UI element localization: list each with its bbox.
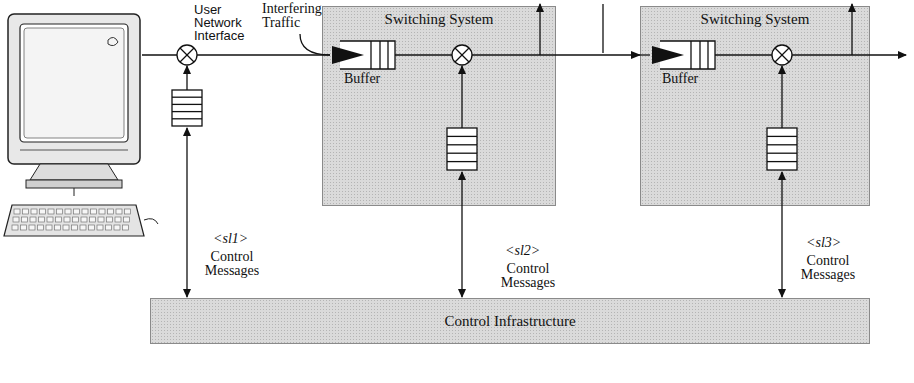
key — [97, 225, 103, 230]
key — [14, 209, 20, 214]
key — [13, 217, 19, 222]
queue-slot — [172, 111, 202, 112]
key — [63, 225, 69, 230]
key — [114, 225, 120, 230]
key — [81, 217, 87, 222]
buffer-label: Buffer — [662, 72, 722, 86]
switch-box: Switching System — [322, 6, 556, 206]
key — [22, 217, 28, 222]
key — [39, 217, 45, 222]
signal-name: <sl1> — [213, 232, 263, 246]
key — [48, 209, 54, 214]
key — [47, 217, 53, 222]
key — [64, 217, 70, 222]
key — [46, 225, 52, 230]
key — [115, 217, 121, 222]
key — [29, 225, 35, 230]
control-line — [186, 66, 187, 90]
switch-box: Switching System — [640, 6, 870, 206]
key — [98, 217, 104, 222]
key — [116, 209, 122, 214]
queue-slot — [172, 118, 202, 119]
key — [12, 225, 18, 230]
key — [23, 209, 29, 214]
control-label: Control Messages — [196, 250, 268, 278]
key — [80, 225, 86, 230]
control-label: Control Messages — [792, 254, 864, 282]
key — [30, 217, 36, 222]
node-title: Control Infrastructure — [444, 313, 575, 330]
queue-slot — [172, 97, 202, 98]
control-band: Control Infrastructure — [150, 298, 870, 344]
key — [107, 217, 113, 222]
signal-name: <sl3> — [806, 236, 856, 250]
access-line — [142, 54, 177, 55]
key — [108, 209, 114, 214]
key — [55, 225, 61, 230]
node-title: Switching System — [323, 7, 555, 28]
key — [40, 209, 46, 214]
key — [99, 209, 105, 214]
access-line — [197, 54, 330, 55]
key — [31, 209, 37, 214]
multiplexer-cross — [180, 48, 194, 62]
key — [90, 217, 96, 222]
link-connector — [556, 54, 640, 55]
queue-slot — [172, 104, 202, 105]
key — [21, 225, 27, 230]
traffic-label: Interfering Traffic — [262, 2, 334, 30]
key — [72, 225, 78, 230]
control-label: Control Messages — [492, 262, 564, 290]
multiplexer-symbol — [177, 45, 197, 65]
interfering-traffic-line — [602, 4, 603, 53]
control-queue — [172, 90, 202, 126]
key — [82, 209, 88, 214]
key — [56, 217, 62, 222]
control-message-arrow — [186, 128, 187, 297]
key — [38, 225, 44, 230]
key — [74, 209, 80, 214]
key — [65, 209, 71, 214]
key — [125, 209, 131, 214]
key — [106, 225, 112, 230]
node-title: Switching System — [641, 7, 869, 28]
key — [91, 209, 97, 214]
signal-name: <sl2> — [505, 244, 555, 258]
key — [124, 217, 130, 222]
interface-label: User Network Interface — [194, 3, 254, 42]
buffer-label: Buffer — [344, 72, 404, 86]
key — [89, 225, 95, 230]
multiplexer-cross — [180, 48, 194, 62]
key — [123, 225, 129, 230]
key — [73, 217, 79, 222]
key — [57, 209, 63, 214]
